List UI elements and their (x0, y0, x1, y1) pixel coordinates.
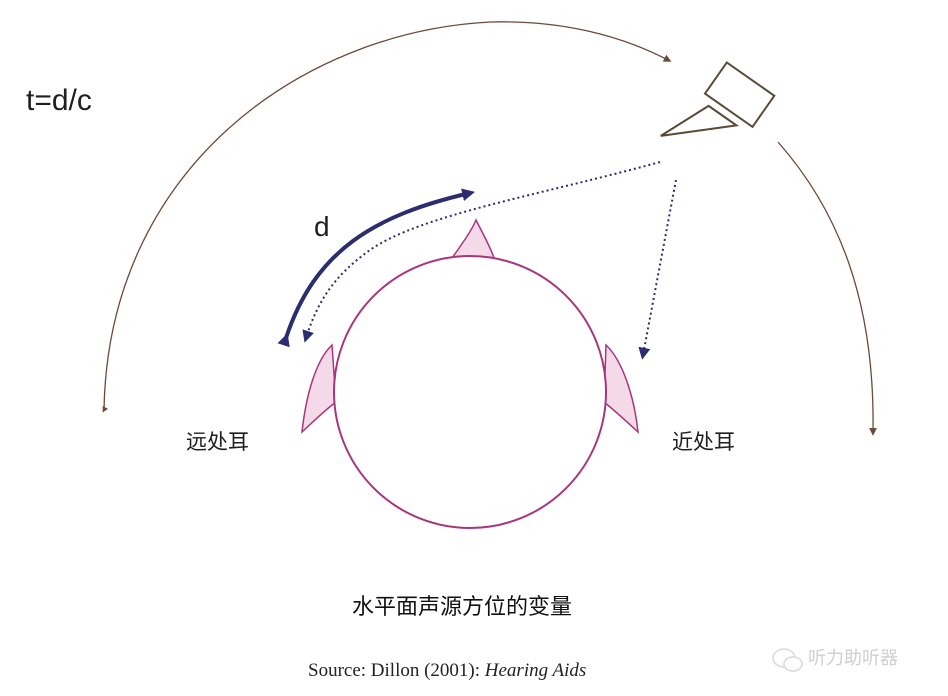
far-ear-label: 远处耳 (186, 430, 249, 454)
head-circle (333, 255, 607, 529)
nose (450, 218, 496, 259)
loudspeaker-icon (660, 61, 776, 137)
distance-arrow (277, 188, 475, 348)
near-ear-label: 近处耳 (672, 430, 735, 454)
formula-label: t=d/c (26, 84, 92, 117)
wechat-icon (772, 648, 803, 672)
source-prefix: Source: Dillon (2001): (308, 660, 485, 681)
sound-path-near-ear (638, 179, 677, 360)
distance-label: d (314, 211, 330, 242)
source-title: Hearing Aids (484, 660, 587, 681)
watermark-text: 听力助听器 (808, 648, 898, 669)
azimuth-arc-left (103, 21, 672, 411)
right-ear (603, 343, 639, 434)
azimuth-arc-right (777, 141, 877, 436)
diagram-caption: 水平面声源方位的变量 (352, 595, 572, 620)
source-citation: Source: Dillon (2001): Hearing Aids (308, 660, 586, 681)
left-ear (301, 343, 337, 434)
